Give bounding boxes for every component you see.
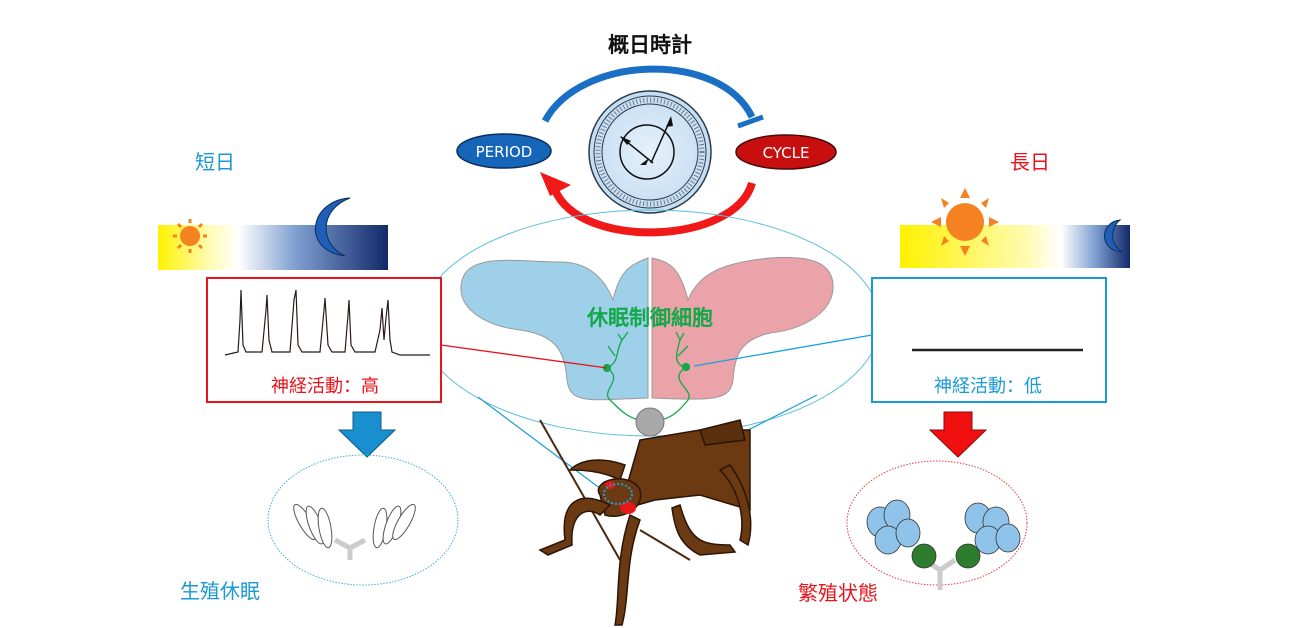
clock-title: 概日時計 xyxy=(608,33,692,57)
sun-icon xyxy=(173,219,207,253)
reproductive-label: 繁殖状態 xyxy=(798,581,878,605)
diapause-cell-label: 休眠制御細胞 xyxy=(586,306,713,330)
brain-right-hemisphere xyxy=(651,256,834,400)
inhibition-arc xyxy=(541,65,756,123)
brain-left-hemisphere xyxy=(460,257,649,401)
long-day-photoperiod-bar xyxy=(900,225,1130,268)
low-activity-label: 神経活動：低 xyxy=(934,376,1042,397)
moon-icon xyxy=(315,197,351,257)
long-day-panel: 長日 神経活動：低 繁殖状態 xyxy=(798,150,1130,605)
clock-icon xyxy=(588,90,712,214)
long-day-label: 長日 xyxy=(1010,150,1050,174)
high-activity-label: 神経活動：高 xyxy=(271,376,379,397)
period-label: PERIOD xyxy=(476,143,533,161)
ovary-reproductive-outline xyxy=(846,460,1028,586)
circadian-clock: 概日時計 PERIOD CYCLE xyxy=(456,33,837,237)
diapause-ovary-icon xyxy=(293,503,416,560)
connector-red xyxy=(440,344,608,369)
connector-blue xyxy=(693,334,873,367)
down-arrow-blue xyxy=(337,411,397,458)
short-day-activity-box xyxy=(206,277,442,403)
diapause-control-neurons xyxy=(602,331,691,421)
cycle-node xyxy=(735,134,837,170)
period-node xyxy=(456,133,552,169)
reproductive-ovary-icon xyxy=(866,499,1021,590)
high-neural-activity-trace xyxy=(224,289,430,356)
short-day-panel: 短日 神経活動：高 生殖休眠 xyxy=(158,150,459,603)
sun-icon xyxy=(931,188,999,256)
moon-icon xyxy=(1104,219,1123,253)
short-day-label: 短日 xyxy=(195,150,235,174)
ovary-diapause-outline xyxy=(267,454,459,586)
long-day-activity-box xyxy=(871,277,1107,403)
activation-arc xyxy=(551,181,756,237)
activation-arrowhead xyxy=(540,172,571,196)
zoom-line-left xyxy=(477,396,606,493)
brain xyxy=(460,256,834,437)
diapause-label: 生殖休眠 xyxy=(180,579,260,603)
cycle-label: CYCLE xyxy=(763,144,810,162)
cricket-illustration xyxy=(538,419,752,626)
down-arrow-red xyxy=(928,411,988,458)
ganglion xyxy=(635,407,665,437)
inhibition-bar xyxy=(737,114,764,129)
